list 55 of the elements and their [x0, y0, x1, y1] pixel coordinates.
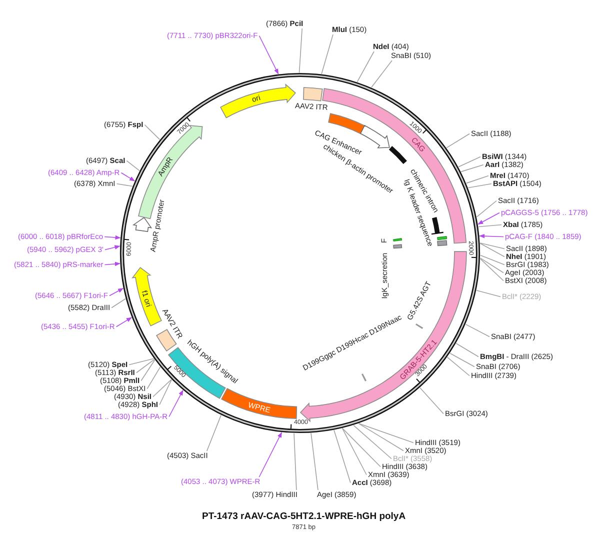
leader-line — [116, 183, 133, 187]
leader-line — [480, 258, 504, 282]
leader-line — [159, 379, 172, 406]
leader-line — [168, 390, 184, 418]
leader-line — [120, 172, 136, 182]
leader-line — [128, 358, 154, 366]
leader-line — [420, 387, 444, 414]
leader-line — [140, 360, 156, 382]
leader-line — [310, 432, 318, 490]
leader-line — [144, 124, 160, 140]
leader-line — [298, 28, 302, 73]
leader-line — [446, 356, 470, 376]
leader-line — [358, 423, 414, 444]
leader-line — [456, 342, 479, 358]
leader-line — [358, 423, 404, 452]
leader-line — [356, 51, 374, 82]
leader-line — [460, 164, 484, 172]
leader-line — [468, 183, 492, 188]
leader-line — [476, 290, 501, 298]
leader-line — [104, 235, 121, 240]
leader-line — [480, 254, 505, 266]
leader-line — [334, 430, 351, 484]
leader-line — [126, 160, 140, 172]
leader-line — [104, 245, 120, 250]
leader-line — [258, 35, 279, 74]
leader-line — [321, 34, 334, 74]
leader-line — [104, 262, 120, 266]
leader-line — [478, 224, 502, 228]
leader-line — [478, 212, 500, 225]
leader-line — [371, 60, 392, 88]
leader-line — [353, 424, 392, 460]
leader-line — [342, 428, 381, 468]
leader-line — [480, 258, 504, 274]
leader-line — [480, 242, 505, 250]
leader-line — [466, 175, 489, 184]
leader-line — [458, 156, 481, 168]
feature-block — [436, 235, 448, 242]
leader-line — [342, 428, 367, 476]
leader-line — [146, 366, 161, 390]
leader-line — [480, 242, 505, 258]
leader-line — [109, 288, 124, 296]
leader-line — [450, 352, 475, 368]
leader-line — [479, 234, 504, 238]
leader-line — [258, 432, 282, 478]
leader-line — [136, 359, 155, 374]
leader-line — [294, 432, 297, 490]
leader-line — [465, 324, 490, 338]
plasmid-title: PT-1473 rAAV-CAG-5HT2.1-WPRE-hGH polyA — [202, 512, 406, 522]
leader-line — [446, 133, 470, 148]
leader-line — [152, 379, 172, 398]
leader-line — [206, 414, 222, 452]
feature-block — [436, 238, 448, 247]
leader-line — [111, 298, 126, 308]
leader-line — [116, 317, 132, 328]
leader-line — [476, 200, 497, 218]
